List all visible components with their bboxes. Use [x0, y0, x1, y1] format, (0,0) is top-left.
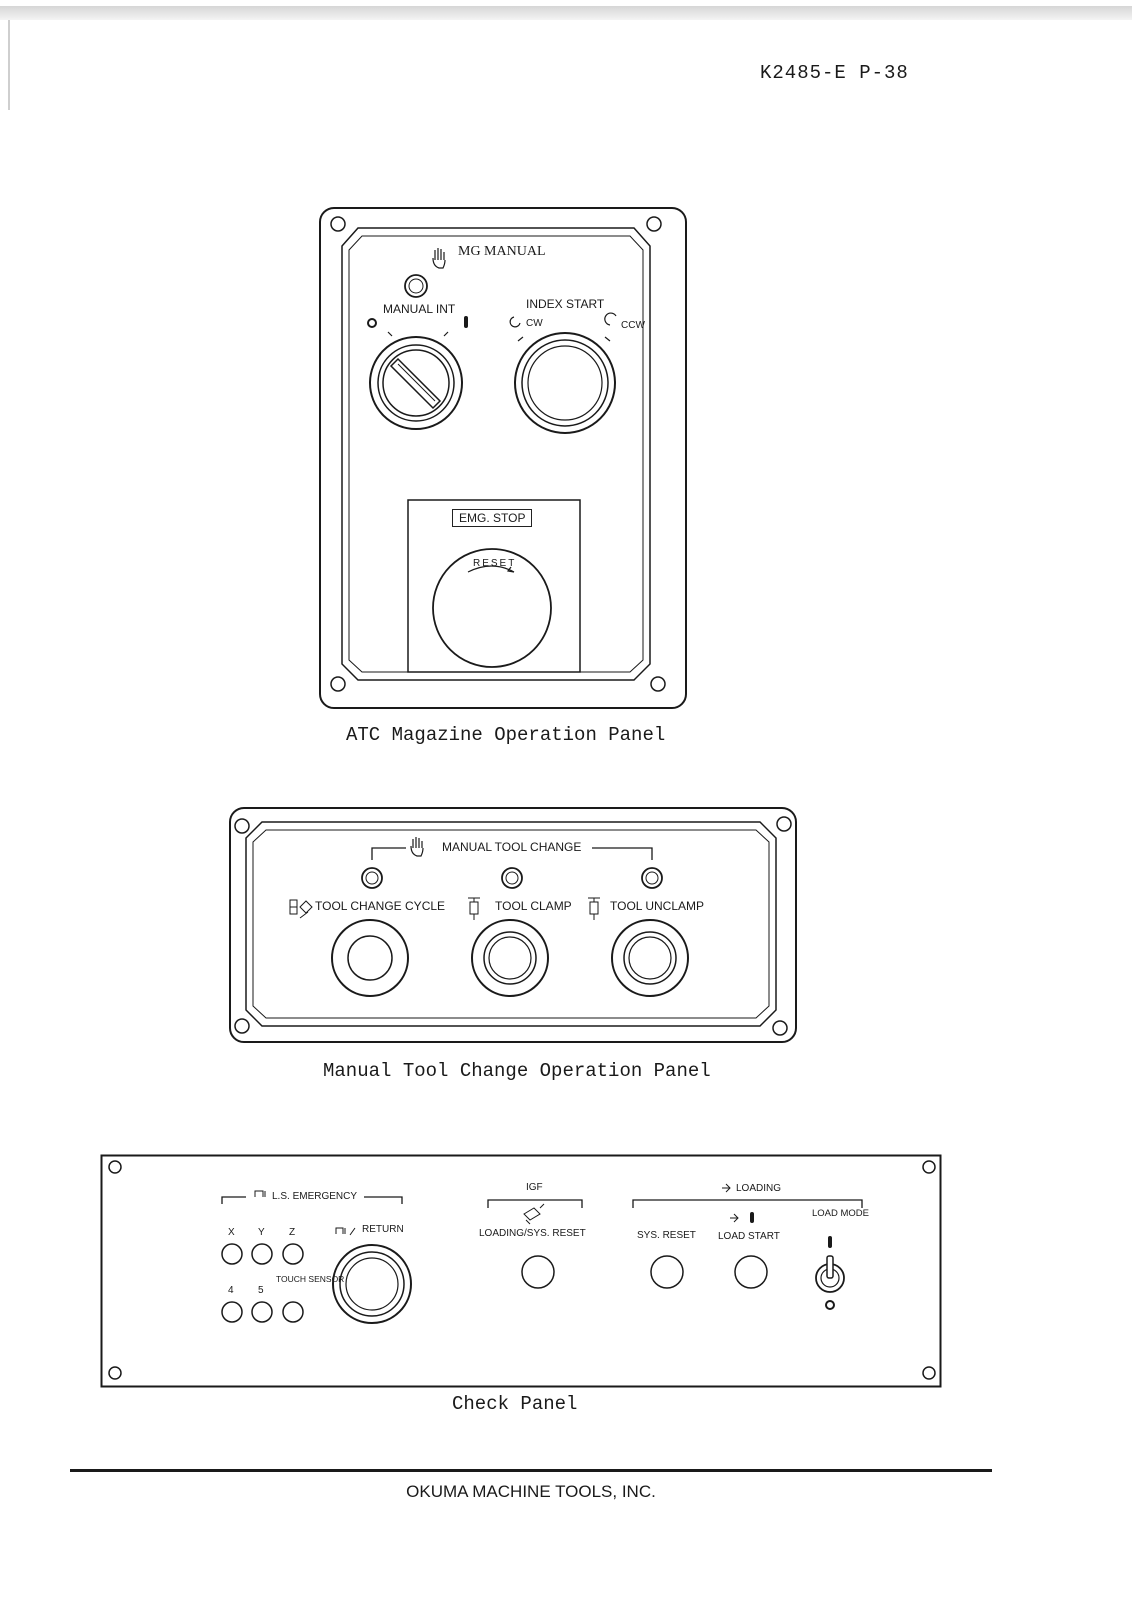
mount-hole	[646, 216, 662, 232]
tool-change-cycle-lamp	[361, 867, 383, 889]
cw-label: CW	[526, 318, 543, 329]
mount-hole	[922, 1160, 936, 1174]
reset-label: RESET	[473, 558, 517, 569]
touch-sensor-lamp	[282, 1301, 304, 1323]
mount-hole	[776, 816, 792, 832]
check-panel: L.S. EMERGENCY X Y Z 4 5 TOUCH SENSOR RE…	[100, 1154, 942, 1390]
tool-change-cycle-icon	[289, 899, 313, 919]
tool-unclamp-button[interactable]	[611, 919, 689, 997]
tool-clamp-lamp	[501, 867, 523, 889]
check-panel-drawing	[100, 1154, 942, 1388]
mount-hole	[108, 1366, 122, 1380]
index-start-button[interactable]	[514, 332, 616, 434]
tool-clamp-icon	[468, 897, 480, 920]
atc-magazine-panel: MG MANUAL MANUAL INT INDEX START CW CCW …	[318, 206, 688, 712]
hand-icon	[410, 837, 424, 857]
load-mode-label: LOAD MODE	[812, 1208, 870, 1219]
mount-hole	[922, 1366, 936, 1380]
axis-y-label: Y	[258, 1227, 265, 1238]
emg-stop-button[interactable]	[432, 548, 552, 668]
igf-label: IGF	[526, 1182, 543, 1193]
mg-manual-label: MG MANUAL	[458, 244, 546, 259]
mount-hole	[650, 676, 666, 692]
loading-icon	[722, 1183, 731, 1193]
manual-tool-change-panel: MANUAL TOOL CHANGE TOOL CHANGE CYCLE TOO…	[228, 806, 798, 1046]
footer-company: OKUMA MACHINE TOOLS, INC.	[406, 1482, 656, 1501]
footer-rule	[70, 1469, 992, 1472]
load-mode-off-mark	[825, 1300, 835, 1310]
mount-hole	[772, 1020, 788, 1036]
load-start-icon	[730, 1213, 739, 1223]
manual-int-lamp	[404, 274, 428, 298]
tool-change-cycle-button[interactable]	[331, 919, 409, 997]
scan-edge-left	[8, 20, 10, 110]
ls-emergency-label: L.S. EMERGENCY	[272, 1191, 358, 1202]
mount-hole	[330, 676, 346, 692]
axis-z-lamp	[282, 1243, 304, 1265]
return-label: RETURN	[362, 1224, 404, 1235]
axis-5-label: 5	[258, 1285, 264, 1296]
tool-change-cycle-label: TOOL CHANGE CYCLE	[315, 899, 446, 913]
atc-panel-caption: ATC Magazine Operation Panel	[346, 724, 666, 746]
loading-label: LOADING	[736, 1183, 782, 1194]
touch-sensor-label: TOUCH SENSOR	[276, 1274, 345, 1284]
loading-sys-reset-button[interactable]	[521, 1255, 555, 1289]
atc-panel-drawing	[319, 207, 687, 709]
document-reference: K2485-E P-38	[760, 62, 909, 84]
axis-y-lamp	[251, 1243, 273, 1265]
check-panel-caption: Check Panel	[452, 1393, 578, 1415]
manual-int-selector-switch[interactable]	[369, 336, 463, 430]
ccw-arrow-icon	[604, 312, 617, 326]
load-mode-on-mark	[828, 1236, 832, 1248]
axis-5-lamp	[251, 1301, 273, 1323]
manual-int-label: MANUAL INT	[383, 302, 456, 316]
limit-switch-icon	[254, 1190, 266, 1197]
scan-edge	[0, 6, 1132, 20]
load-start-lamp	[750, 1212, 754, 1223]
index-start-label: INDEX START	[526, 297, 605, 311]
load-mode-toggle-switch[interactable]	[815, 1255, 845, 1293]
load-start-button[interactable]	[734, 1255, 768, 1289]
mount-hole	[234, 1018, 250, 1034]
axis-4-lamp	[221, 1301, 243, 1323]
tool-clamp-button[interactable]	[471, 919, 549, 997]
emg-stop-label: EMG. STOP	[452, 509, 533, 527]
tool-change-panel-drawing	[229, 807, 797, 1043]
mount-hole	[108, 1160, 122, 1174]
mount-hole	[234, 818, 250, 834]
axis-z-label: Z	[289, 1227, 296, 1238]
manual-tool-change-label: MANUAL TOOL CHANGE	[442, 840, 582, 854]
tool-unclamp-label: TOOL UNCLAMP	[610, 899, 705, 913]
tool-unclamp-icon	[588, 897, 600, 920]
igf-icon	[523, 1203, 545, 1225]
reset-arrow-icon	[467, 565, 515, 573]
sys-reset-button[interactable]	[650, 1255, 684, 1289]
hand-icon	[432, 248, 446, 269]
return-button[interactable]	[332, 1244, 412, 1324]
load-start-label: LOAD START	[718, 1231, 780, 1242]
tool-unclamp-lamp	[641, 867, 663, 889]
loading-sys-reset-label: LOADING/SYS. RESET	[479, 1228, 586, 1239]
ccw-label: CCW	[621, 320, 645, 331]
cw-arrow-icon	[509, 316, 521, 328]
axis-x-lamp	[221, 1243, 243, 1265]
mount-hole	[330, 216, 346, 232]
axis-4-label: 4	[228, 1285, 234, 1296]
tool-clamp-label: TOOL CLAMP	[495, 899, 572, 913]
tool-change-panel-caption: Manual Tool Change Operation Panel	[323, 1060, 711, 1082]
axis-x-label: X	[228, 1227, 235, 1238]
off-mark	[367, 318, 377, 328]
on-mark	[464, 316, 468, 328]
sys-reset-label: SYS. RESET	[637, 1230, 696, 1241]
return-icon	[335, 1227, 356, 1236]
